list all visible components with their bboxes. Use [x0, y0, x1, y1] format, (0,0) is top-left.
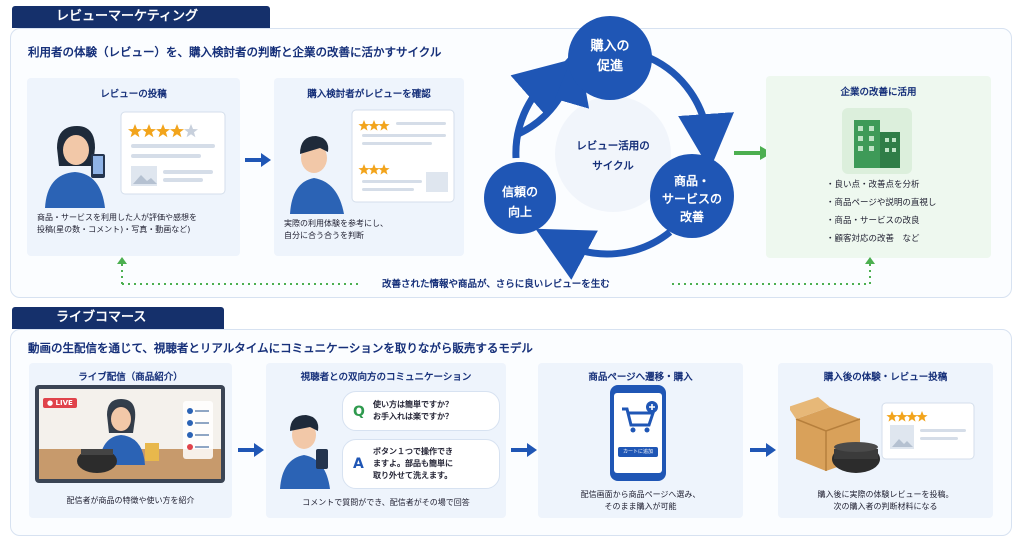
card-communication-title: 視聴者との双向方のコミュニケーション — [300, 372, 472, 383]
answer-line-1: ボタン１つで操作でき — [373, 447, 453, 456]
feedback-text: 改善された情報や商品が、さらに良いレビューを生む — [382, 279, 610, 290]
card-company-improve-title: 企業の改善に活用 — [840, 87, 917, 98]
building-icon — [842, 108, 912, 174]
card-buyer-check-desc-2: 自分に合う合うを判断 — [284, 230, 364, 240]
live-subtitle: 動画の生配信を通じて、視聴者とリアルタイムにコミュニケーションを取りながら販売す… — [28, 341, 533, 355]
card-after-purchase-title: 購入後の体験・レビュー投稿 — [823, 372, 948, 383]
answer-bubble: A ボタン１つで操作でき ますよ。部品も簡単に 取り外せて洗えます。 — [342, 439, 500, 489]
feedback-loop-line — [117, 257, 875, 285]
answer-line-2: ますよ。部品も簡単に — [373, 459, 453, 468]
cycle-center-line-1: レビュー活用の — [576, 140, 650, 152]
review-section-tab: レビューマーケティング — [12, 6, 270, 28]
add-to-cart-button[interactable]: カートに追加 — [618, 447, 658, 457]
cycle-node-improve-line-3: 改善 — [679, 210, 704, 224]
company-improve-item: ・商品ページや説明の直視し — [826, 198, 937, 208]
arrow-right-icon — [238, 443, 264, 457]
cycle-node-improve-line-2: サービスの — [661, 192, 722, 206]
company-improve-item: ・顧客対応の改善 など — [826, 234, 920, 244]
viewer-person-illustration — [280, 415, 330, 489]
cycle-node-trust — [484, 162, 556, 234]
card-after-purchase-desc-1: 購入後に実際の体験レビューを投稿。 — [817, 490, 954, 499]
company-improve-list: ・良い点・改善点を分析 ・商品ページや説明の直視し ・商品・サービスの改良 ・顧… — [826, 176, 936, 248]
arrow-right-icon — [750, 443, 776, 457]
review-subtitle: 利用者の体験（レビュー）を、購入検討者の判断と企業の改善に活かすサイクル — [28, 45, 442, 59]
question-letter: Q — [353, 404, 365, 420]
company-improve-item: ・良い点・改善点を分析 — [826, 180, 920, 190]
card-buyer-check-desc-1: 実際の利用体験を参考にし、 — [284, 219, 388, 228]
person-with-phone-illustration — [45, 111, 226, 208]
card-review-post: レビューの投稿 商品・サービスを利用した人が評価や感想を 投稿(星の数・コメント… — [27, 78, 240, 256]
cycle-node-improve — [650, 154, 734, 238]
cycle-node-trust-line-2: 向上 — [507, 205, 532, 219]
card-live-stream: ライブ配信（商品紹介） ● LIVE 配信者が商品の特徴や使い方を紹介 — [29, 363, 232, 518]
review-section-title: レビューマーケティング — [56, 9, 198, 24]
cycle-node-promote-line-1: 購入の — [590, 39, 630, 54]
cycle-center-circle — [555, 96, 671, 212]
live-section-title: ライブコマース — [56, 310, 147, 325]
smartphone-cart-illustration — [610, 385, 666, 481]
cycle-center-line-2: サイクル — [592, 160, 634, 172]
cycle-node-improve-line-1: 商品・ — [673, 174, 710, 188]
card-company-improve: 企業の改善に活用 ・良い点・改善点を分析 ・商品ページや説明の直視し ・商品・サ… — [766, 76, 991, 258]
card-buyer-check-title: 購入検討者がレビューを確認 — [307, 89, 431, 100]
company-improve-item: ・商品・サービスの改良 — [826, 216, 920, 226]
card-review-post-desc-1: 商品・サービスを利用した人が評価や感想を — [37, 213, 197, 222]
answer-line-3: 取り外せて洗えます。 — [373, 471, 453, 480]
review-cycle-diagram — [484, 16, 734, 280]
arrow-right-icon — [245, 153, 271, 167]
cycle-node-promote — [568, 16, 652, 100]
box-and-pot-illustration — [790, 397, 975, 473]
card-communication-desc: コメントで質問ができ、配信者がその場で回答 — [302, 498, 470, 507]
cycle-node-promote-line-2: 促進 — [596, 59, 623, 74]
thinking-person-illustration — [290, 109, 455, 214]
question-bubble: Q 使い方は簡単ですか？ お手入れは楽ですか？ — [342, 391, 500, 431]
card-after-purchase: 購入後の体験・レビュー投稿 購入後に実際の体験レビューを投稿。 次の購入者の判断… — [778, 363, 993, 518]
live-section-tab: ライブコマース — [12, 307, 224, 329]
question-line-1: 使い方は簡単ですか？ — [373, 400, 453, 409]
card-purchase: 商品ページへ遷移・購入 カートに追加 配信画面から商品ページへ選み、 そのまま購… — [538, 363, 743, 518]
card-after-purchase-desc-2: 次の購入者の判断材料になる — [833, 501, 938, 511]
cart-icon — [622, 407, 656, 427]
arrow-right-icon — [511, 443, 537, 457]
live-badge: ● LIVE — [43, 398, 77, 408]
cycle-node-trust-line-1: 信頼の — [501, 185, 538, 199]
answer-letter: A — [353, 456, 364, 472]
card-purchase-title: 商品ページへ遷移・購入 — [588, 372, 693, 383]
card-purchase-desc-1: 配信画面から商品ページへ選み、 — [580, 490, 701, 499]
card-live-stream-title: ライブ配信（商品紹介） — [78, 372, 183, 383]
card-live-stream-desc: 配信者が商品の特徴や使い方を紹介 — [66, 496, 195, 505]
card-review-post-title: レビューの投稿 — [100, 89, 167, 100]
card-buyer-check: 購入検討者がレビューを確認 実際の利用体験を参考にし、 自分に合う合うを判断 — [274, 78, 464, 256]
question-line-2: お手入れは楽ですか？ — [373, 412, 453, 421]
card-communication: 視聴者との双向方のコミュニケーション Q 使い方は簡単ですか？ お手入れは楽です… — [266, 363, 506, 518]
card-review-post-desc-2: 投稿(星の数・コメント)・写真・動画など) — [37, 224, 191, 234]
card-purchase-desc-2: そのまま購入が可能 — [604, 501, 677, 511]
